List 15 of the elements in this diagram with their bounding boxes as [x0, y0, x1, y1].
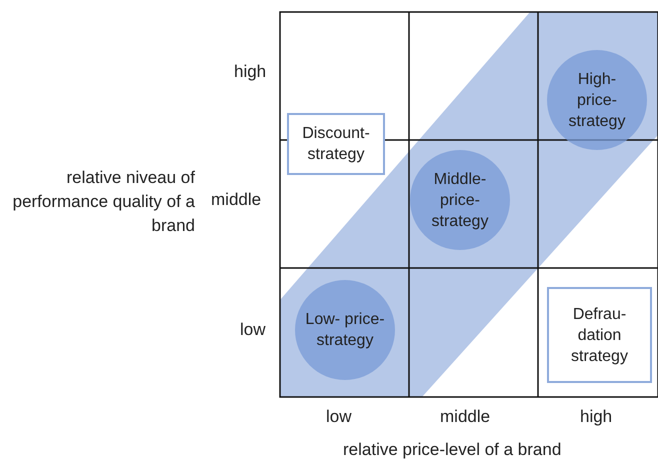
axis-tick-label: low	[240, 320, 266, 340]
axis-tick-label: middle	[211, 190, 262, 210]
axis-tick-label: low	[326, 407, 352, 427]
strategy-label: High- price- strategy	[568, 70, 626, 132]
y-axis-title: relative niveau of performance quality of a brand	[12, 167, 195, 237]
x-axis-title: relative price-level of a brand	[343, 440, 562, 460]
strategy-box	[547, 287, 652, 383]
axis-tick-label: high	[580, 407, 612, 427]
strategy-box	[287, 113, 385, 175]
strategy-label: Discount- strategy	[301, 124, 371, 165]
strategy-label: Defrau- dation strategy	[570, 304, 629, 366]
strategy-label: Middle- price- strategy	[430, 170, 490, 232]
axis-tick-label: middle	[440, 407, 490, 427]
axis-tick-label: high	[234, 62, 266, 82]
strategy-label: Low- price- strategy	[305, 310, 385, 351]
